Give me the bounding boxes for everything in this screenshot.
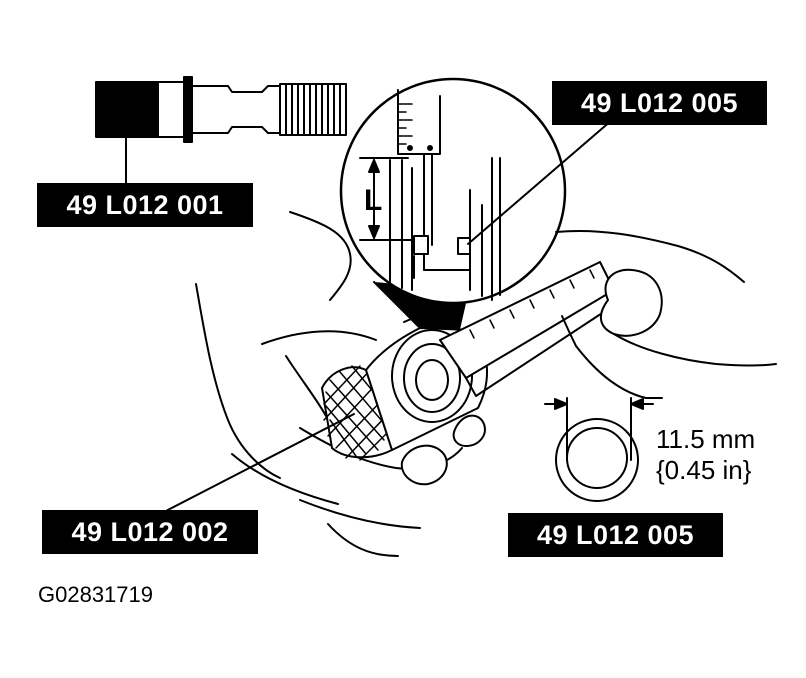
label-tool-002: 49 L012 002 [42, 510, 258, 554]
bushing-ring [544, 397, 654, 502]
hand-outline [195, 211, 745, 557]
leader-002 [161, 413, 355, 514]
dimension-imperial: {0.45 in} [656, 455, 752, 485]
figure-id: G02831719 [38, 582, 153, 607]
label-tool-001: 49 L012 001 [37, 183, 253, 227]
thumb [561, 268, 777, 399]
fingertips [400, 414, 486, 486]
dimension-metric: 11.5 mm [656, 424, 756, 454]
dimension-L-symbol: L [364, 184, 383, 217]
label-tool-005-bottom: 49 L012 005 [508, 513, 723, 557]
tool-001-shaft [95, 76, 347, 184]
label-tool-005-top: 49 L012 005 [552, 81, 767, 125]
